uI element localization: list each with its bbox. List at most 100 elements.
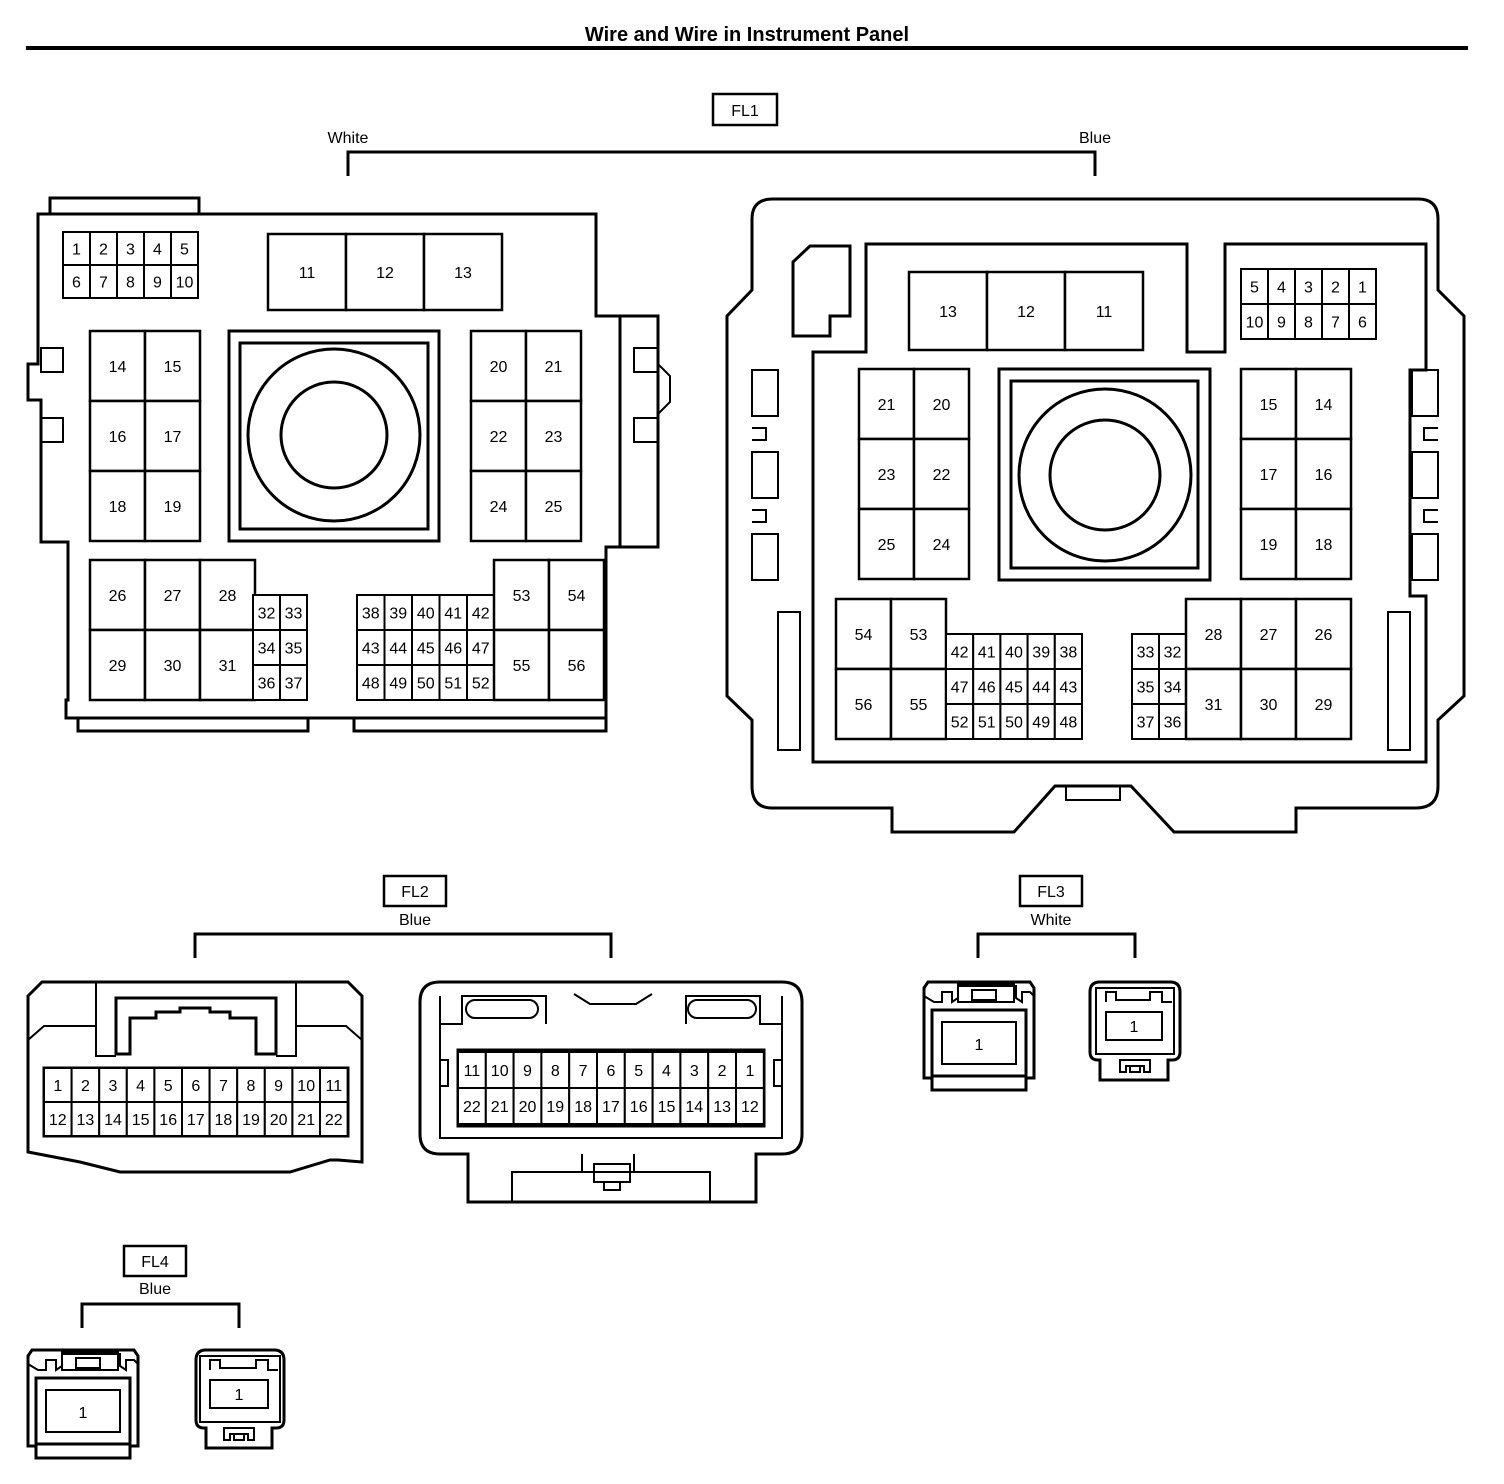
fl1-left-pin-24: 24 — [469, 469, 528, 543]
fl1-right-pin-40: 40 — [999, 633, 1029, 670]
fl1-left-pin-label: 50 — [417, 675, 435, 692]
fl1-left-pin-47: 47 — [466, 629, 496, 666]
fl2-right-pin-10: 10 — [484, 1051, 515, 1089]
fl1-right-pin-label: 13 — [939, 304, 957, 321]
fl1-left-pin-label: 8 — [126, 274, 135, 291]
fl1-right-pin-label: 8 — [1304, 314, 1313, 331]
fl1-left-pin-39: 39 — [383, 594, 413, 631]
fl1-left-pin-label: 56 — [568, 658, 586, 675]
fl1-left-pin-18: 18 — [88, 469, 147, 543]
fl2-right-pin-label: 4 — [662, 1063, 671, 1080]
fl1-right-pin-label: 7 — [1331, 314, 1340, 331]
fl1-left-pin-17: 17 — [143, 399, 202, 473]
fl3-tag: FL3 — [1037, 884, 1065, 901]
fl1-left-pin-label: 53 — [513, 588, 531, 605]
fl2-right-pin-label: 17 — [602, 1099, 620, 1116]
fl2-left-pin-8: 8 — [236, 1067, 266, 1103]
fl1-left-pin-42: 42 — [466, 594, 496, 631]
fl1-left-pin-label: 31 — [219, 658, 237, 675]
fl1-right-pin-label: 27 — [1260, 627, 1278, 644]
fl2-right-pin-label: 14 — [685, 1099, 703, 1116]
fl4-tag-box — [122, 1244, 188, 1278]
fl1-left-pin-label: 25 — [545, 499, 563, 516]
fl1-right-pin-label: 38 — [1060, 644, 1078, 661]
fl2-right-pin-label: 3 — [690, 1063, 699, 1080]
fl4-right-connector: 1 — [194, 1348, 286, 1450]
fl1-right-pin-8: 8 — [1294, 303, 1323, 340]
fl1-right-color: Blue — [1079, 130, 1111, 147]
fl2-left-pin-22: 22 — [319, 1101, 349, 1137]
fl1-left-pin-10: 10 — [170, 264, 199, 299]
fl1-left-pin-label: 12 — [376, 265, 394, 282]
fl2-right-pin-22: 22 — [457, 1087, 487, 1125]
fl3-left-connector: 1 — [922, 980, 1036, 1092]
fl1-left-pin-label: 52 — [472, 675, 490, 692]
fl1-right-pin-23: 23 — [857, 437, 916, 511]
fl2-right-pin-label: 8 — [551, 1063, 560, 1080]
fl1-right-pin-44: 44 — [1026, 668, 1056, 705]
fl1-left-pin-5: 5 — [170, 231, 199, 266]
fl1-tag: FL1 — [731, 103, 759, 120]
fl2-right-pin-5: 5 — [623, 1051, 654, 1089]
fl1-left-pin-8: 8 — [116, 264, 145, 299]
fl1-right-pin-label: 3 — [1304, 279, 1313, 296]
fl1-right-pin-label: 54 — [855, 627, 873, 644]
fl2-header: FL2 Blue — [193, 874, 613, 958]
fl2-left-pin-label: 14 — [104, 1112, 122, 1129]
fl1-right-pin-label: 9 — [1277, 314, 1286, 331]
fl1-right-pin-label: 33 — [1137, 644, 1155, 661]
fl2-left-pin-14: 14 — [98, 1101, 128, 1137]
fl1-left-pin-label: 40 — [417, 605, 435, 622]
fl1-left-pin-33: 33 — [279, 594, 308, 631]
fl1-left-pin-11: 11 — [266, 232, 348, 312]
fl1-left-pin-label: 18 — [109, 499, 127, 516]
fl2-left-pin-label: 2 — [81, 1078, 90, 1095]
fl1-left-pin-46: 46 — [438, 629, 468, 666]
fl1-right-pin-label: 1 — [1358, 279, 1367, 296]
fl1-right-shell — [725, 197, 1466, 834]
fl1-left-pin-label: 47 — [472, 640, 490, 657]
fl3-bracket — [976, 932, 1137, 958]
fl1-left-pin-30: 30 — [143, 628, 202, 702]
fl2-color: Blue — [399, 912, 431, 929]
fl1-left-pin-label: 35 — [285, 640, 303, 657]
fl1-right-pin-45: 45 — [999, 668, 1029, 705]
fl1-left-pin-label: 14 — [109, 359, 127, 376]
fl1-left-pin-label: 33 — [285, 605, 303, 622]
fl1-right-pin-label: 25 — [878, 537, 896, 554]
fl1-left-pin-52: 52 — [466, 664, 496, 701]
fl1-right-pin-3: 3 — [1294, 268, 1323, 305]
fl1-left-pin-label: 26 — [109, 588, 127, 605]
fl2-left-pin-16: 16 — [153, 1101, 183, 1137]
fl1-right-pin-10: 10 — [1240, 303, 1269, 340]
fl3-right-pin: 1 — [1130, 1019, 1139, 1036]
fl2-right-pin-1: 1 — [735, 1051, 765, 1089]
fl2-right-pin-label: 6 — [606, 1063, 615, 1080]
fl2-right-pin-label: 13 — [713, 1099, 731, 1116]
fl1-right-pin-5: 5 — [1240, 268, 1269, 305]
fl1-right-pin-label: 51 — [978, 714, 996, 731]
fl2-right-pin-20: 20 — [512, 1087, 543, 1125]
fl2-right-pin-label: 12 — [741, 1099, 759, 1116]
fl2-left-pin-1: 1 — [43, 1067, 73, 1103]
fl1-left-pin-label: 17 — [164, 429, 182, 446]
fl1-left-pin-label: 21 — [545, 359, 563, 376]
page-title: Wire and Wire in Instrument Panel — [585, 24, 909, 46]
fl1-right-pin-2: 2 — [1321, 268, 1350, 305]
fl1-left-pin-53: 53 — [492, 558, 551, 632]
fl2-right-pin-7: 7 — [568, 1051, 599, 1089]
fl1-left-pin-label: 27 — [164, 588, 182, 605]
fl2-right-pin-6: 6 — [596, 1051, 626, 1089]
fl1-left-pin-16: 16 — [88, 399, 147, 473]
fl1-right-pin-47: 47 — [945, 668, 975, 705]
fl1-right-pin-30: 30 — [1239, 667, 1298, 741]
fl2-left-pin-20: 20 — [263, 1101, 294, 1137]
fl1-right-pin-label: 53 — [910, 627, 928, 644]
fl2-right-pin-label: 19 — [546, 1099, 564, 1116]
fl1-left-pin-32: 32 — [252, 594, 281, 631]
fl2-right-pin-label: 9 — [523, 1063, 532, 1080]
fl1-right-pin-1: 1 — [1348, 268, 1377, 305]
fl1-left-pin-44: 44 — [383, 629, 413, 666]
fl1-right-pin-51: 51 — [972, 703, 1002, 740]
